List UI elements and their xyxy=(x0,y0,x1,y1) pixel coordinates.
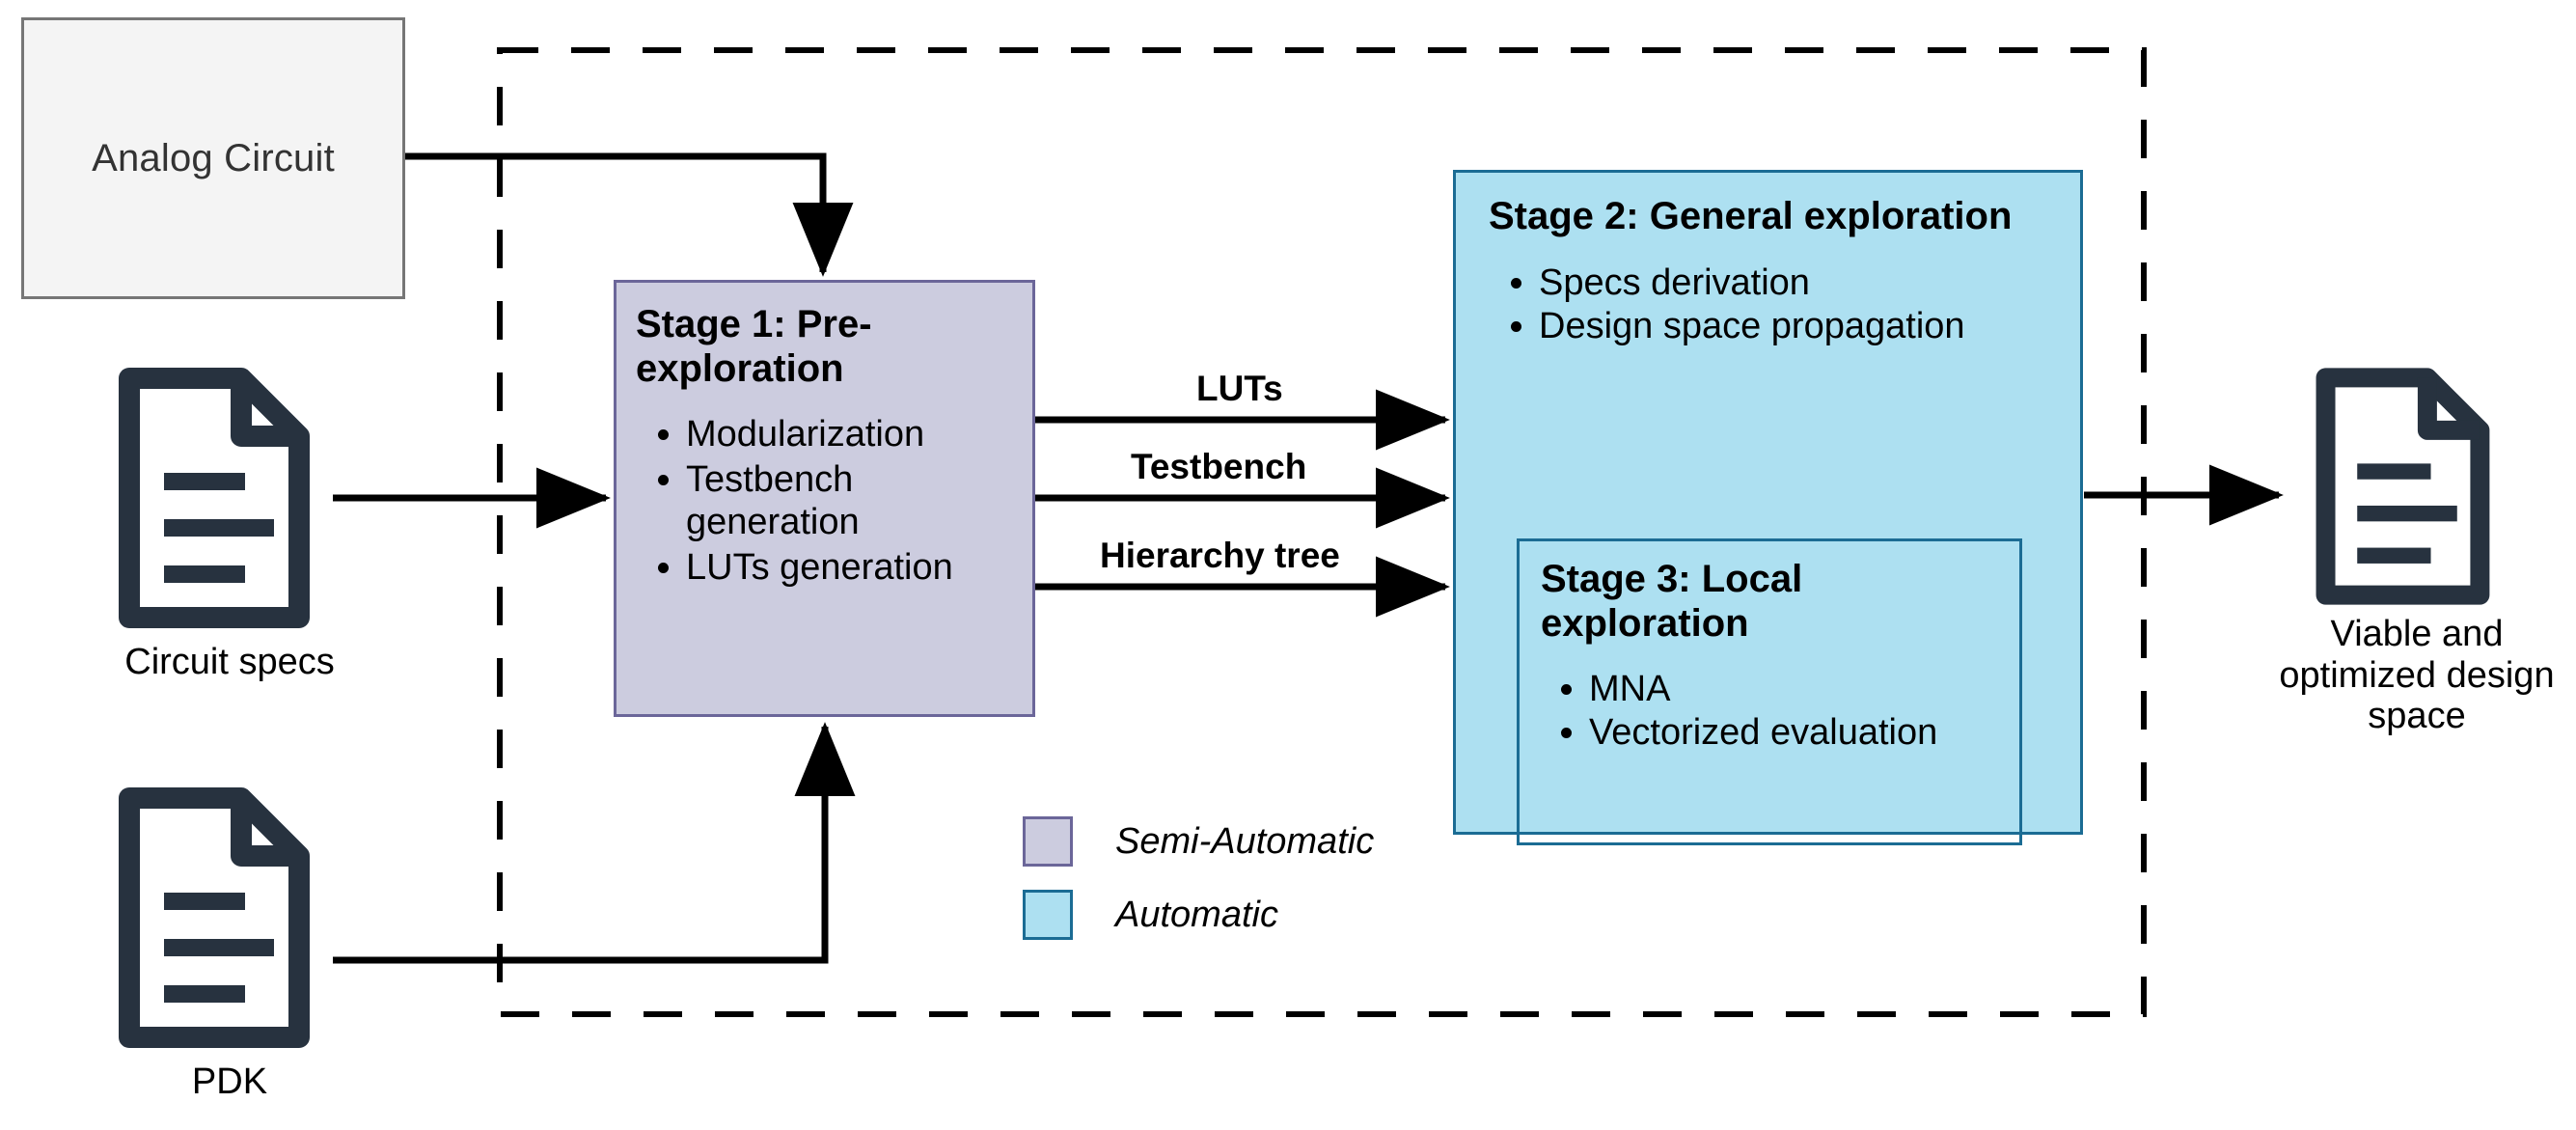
stage-2-title: Stage 2: General exploration xyxy=(1489,195,2013,237)
stage-1-title: Stage 1: Pre-exploration xyxy=(636,303,872,391)
list-item: Specs derivation xyxy=(1539,262,2061,305)
edge-pdk-to-stage1 xyxy=(333,722,856,964)
stage-1-list: Modularization Testbench generation LUTs… xyxy=(636,413,1017,590)
list-item: Testbench generation xyxy=(686,458,1017,545)
document-icon xyxy=(2316,368,2490,605)
edge-analog-to-stage1 xyxy=(405,152,854,277)
stage-3-list: MNA Vectorized evaluation xyxy=(1541,668,2008,756)
design-space-group[interactable]: Viable and optimized design space xyxy=(2277,367,2557,737)
analog-circuit-label: Analog Circuit xyxy=(92,136,335,179)
legend-swatch-semi-automatic xyxy=(1023,816,1073,867)
stage-3-title: Stage 3: Local exploration xyxy=(1541,558,1803,646)
pdk-group[interactable]: PDK xyxy=(114,786,345,1103)
document-icon xyxy=(119,368,310,628)
list-item: Vectorized evaluation xyxy=(1589,711,2008,756)
circuit-specs-caption: Circuit specs xyxy=(124,642,335,682)
edge-label-hierarchy-tree: Hierarchy tree xyxy=(1100,536,1340,575)
edge-label-luts: LUTs xyxy=(1196,369,1283,408)
list-item: Design space propagation xyxy=(1539,305,2061,348)
document-icon xyxy=(119,787,310,1048)
stage-3-box[interactable]: Stage 3: Local exploration MNA Vectorize… xyxy=(1517,538,2022,845)
analog-circuit-box[interactable]: Analog Circuit xyxy=(21,17,405,299)
legend: Semi-Automatic Automatic xyxy=(1023,816,1374,963)
design-space-caption: Viable and optimized design space xyxy=(2279,614,2555,737)
list-item: Modularization xyxy=(686,413,1017,456)
legend-swatch-automatic xyxy=(1023,890,1073,940)
list-item: MNA xyxy=(1589,668,2008,712)
stage-2-box[interactable]: Stage 2: General exploration Specs deriv… xyxy=(1453,170,2083,835)
legend-item-semi-automatic: Semi-Automatic xyxy=(1023,816,1374,867)
list-item: LUTs generation xyxy=(686,546,1017,590)
stage-1-box[interactable]: Stage 1: Pre-exploration Modularization … xyxy=(614,280,1035,717)
legend-item-automatic: Automatic xyxy=(1023,890,1374,940)
legend-label-automatic: Automatic xyxy=(1115,894,1278,935)
legend-label-semi-automatic: Semi-Automatic xyxy=(1115,820,1375,862)
pdk-caption: PDK xyxy=(191,1061,268,1102)
edge-label-testbench: Testbench xyxy=(1131,447,1307,486)
circuit-specs-group[interactable]: Circuit specs xyxy=(114,367,345,683)
stage-2-list: Specs derivation Design space propagatio… xyxy=(1489,262,2061,348)
